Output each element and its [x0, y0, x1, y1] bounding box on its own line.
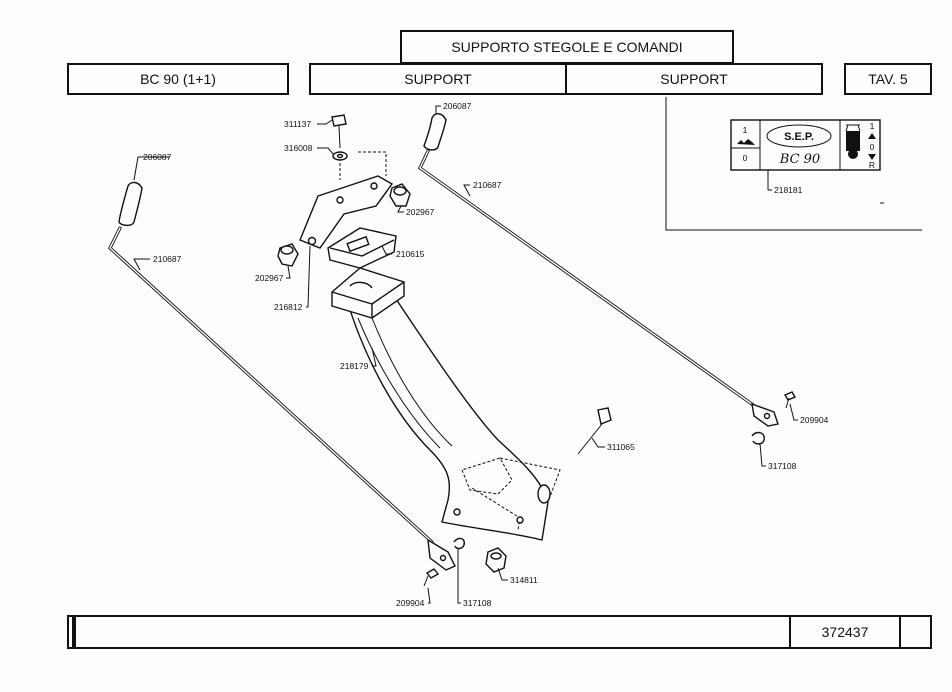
bracket-218179 [349, 295, 561, 541]
clamp-upper-210615 [327, 227, 397, 269]
label-316008: 316008 [284, 143, 313, 153]
model-label: BC 90 (1+1) [140, 71, 216, 87]
support-right-box: SUPPORT [565, 63, 823, 95]
label-317108-right: 317108 [768, 461, 797, 471]
pin-209904-right [783, 391, 797, 409]
clevis-right [751, 402, 779, 427]
label-210615: 210615 [396, 249, 425, 259]
label-206087-right: 206087 [443, 101, 472, 111]
label-202967-left: 202967 [255, 273, 284, 283]
label-311137: 311137 [284, 119, 311, 129]
footer-code-box: 372437 [789, 615, 901, 649]
label-216812: 216812 [274, 302, 303, 312]
label-209904-left: 209904 [396, 598, 425, 608]
decal-model-script: BC 90 [779, 152, 820, 167]
label-210687-right: 210687 [473, 180, 502, 190]
support-right-label: SUPPORT [660, 71, 728, 87]
title-box: SUPPORTO STEGOLE E COMANDI [400, 30, 734, 64]
label-210687-left: 210687 [153, 254, 182, 264]
rod-210687-right [417, 149, 758, 409]
washer-316008 [332, 151, 348, 161]
clip-317108-left [453, 537, 466, 550]
label-314811: 314811 [510, 575, 538, 585]
model-box: BC 90 (1+1) [67, 63, 289, 95]
decal-speed-1: 1 [743, 125, 748, 135]
terrain-icon [737, 139, 755, 145]
decal-dir-1: 1 [870, 121, 875, 131]
spacer-202967-right [389, 183, 411, 207]
arrow-up-icon [868, 133, 876, 139]
footer-bar [67, 615, 932, 649]
knob-206087-left [118, 181, 143, 227]
plate-216812 [299, 151, 394, 249]
page-title: SUPPORTO STEGOLE E COMANDI [451, 39, 683, 55]
footer-code: 372437 [821, 624, 869, 640]
label-209904-right: 209904 [800, 415, 829, 425]
clevis-left [427, 538, 456, 571]
machine-icon [845, 124, 861, 159]
clip-317108-right [751, 431, 765, 445]
support-left-label: SUPPORT [404, 71, 472, 87]
table-box: TAV. 5 [844, 63, 932, 95]
brand-oval [766, 124, 832, 148]
decal-speed-0: 0 [743, 153, 748, 163]
label-206087-left: 206087 [143, 152, 172, 162]
table-label: TAV. 5 [868, 71, 908, 87]
label-317108-left: 317108 [463, 598, 492, 608]
arrow-down-icon [868, 154, 876, 160]
bolt-311065 [577, 407, 612, 455]
decal-panel-frame [665, 97, 922, 231]
knob-206087-right [423, 113, 447, 151]
label-218181: 218181 [774, 185, 803, 195]
decal-brand: S.E.P. [784, 131, 814, 143]
decal-218181: 1 0 S.E.P. BC 90 1 0 R [730, 119, 881, 171]
label-202967-right: 202967 [406, 207, 435, 217]
footer-left-tick [72, 615, 76, 649]
screw-311137 [331, 114, 347, 149]
spacer-202967-left [277, 243, 299, 267]
support-left-box: SUPPORT [309, 63, 567, 95]
nut-314811 [485, 547, 507, 573]
pin-209904-left [423, 568, 440, 587]
rod-210687-left [108, 226, 434, 544]
clamp-lower [331, 267, 405, 319]
decal-dir-r: R [869, 160, 875, 170]
label-311065: 311065 [607, 442, 635, 452]
label-218179: 218179 [340, 361, 369, 371]
decal-dir-0: 0 [870, 142, 875, 152]
